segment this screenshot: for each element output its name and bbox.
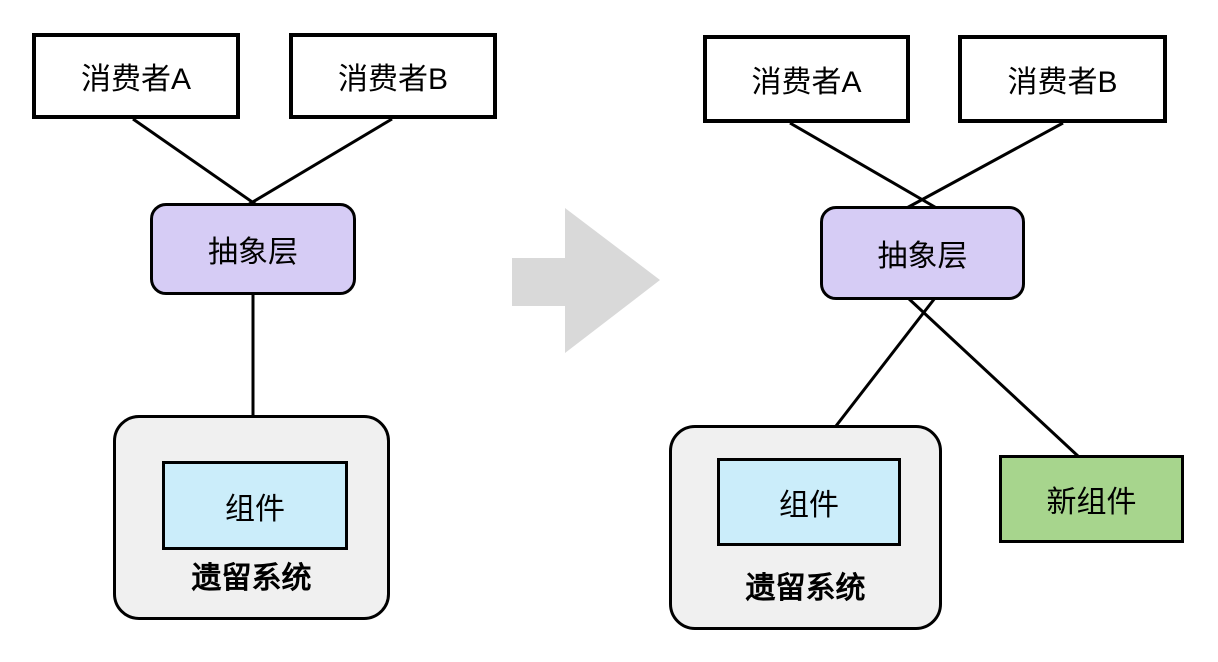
right-legacy-system-container: 组件 遗留系统 bbox=[669, 425, 942, 630]
left-component-box: 组件 bbox=[162, 461, 348, 550]
left-consumer-a-box: 消费者A bbox=[32, 33, 240, 119]
edge-left-consumer-b-to-abstraction bbox=[245, 117, 393, 208]
left-legacy-system-label: 遗留系统 bbox=[191, 562, 312, 595]
right-new-component-box: 新组件 bbox=[999, 455, 1184, 543]
right-arrow-icon bbox=[512, 208, 660, 353]
edge-right-consumer-b-to-abstraction bbox=[902, 121, 1064, 212]
edge-left-consumer-a-to-abstraction bbox=[132, 117, 259, 208]
edge-right-abstraction-to-new-component bbox=[906, 296, 1081, 459]
right-abstraction-layer-box: 抽象层 bbox=[820, 206, 1025, 300]
left-consumer-b-box: 消费者B bbox=[289, 33, 497, 119]
right-consumer-b-box: 消费者B bbox=[958, 35, 1167, 123]
edge-right-consumer-a-to-abstraction bbox=[789, 121, 941, 212]
right-component-box: 组件 bbox=[717, 458, 901, 546]
right-legacy-system-label: 遗留系统 bbox=[745, 572, 866, 605]
left-abstraction-layer-box: 抽象层 bbox=[150, 203, 356, 295]
right-consumer-a-box: 消费者A bbox=[703, 35, 910, 123]
left-legacy-system-container: 组件 遗留系统 bbox=[113, 415, 390, 620]
